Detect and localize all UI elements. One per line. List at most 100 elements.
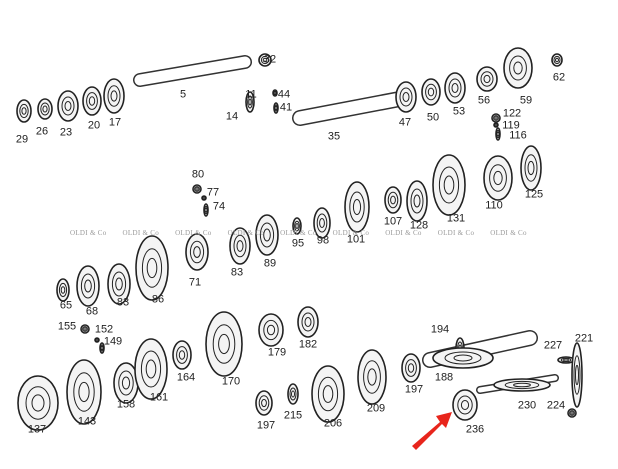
part-label-221: 221 (574, 332, 594, 345)
part-215[interactable] (287, 383, 299, 405)
part-119[interactable] (493, 122, 499, 128)
part-179[interactable] (258, 313, 284, 347)
part-label-224: 224 (546, 399, 566, 412)
part-227[interactable] (557, 356, 575, 364)
part-label-230: 230 (517, 399, 537, 412)
part-164[interactable] (172, 340, 192, 370)
part-110[interactable] (483, 155, 513, 201)
part-label-80: 80 (191, 168, 205, 181)
part-29[interactable] (16, 99, 32, 123)
watermark-text: OLDI & Co (490, 229, 527, 237)
part-label-155: 155 (57, 320, 77, 333)
part-label-32: 32 (263, 53, 277, 66)
part-77[interactable] (201, 195, 207, 201)
part-41[interactable] (273, 102, 279, 114)
part-80[interactable] (192, 184, 202, 194)
part-89[interactable] (255, 214, 279, 256)
main-shaft-fill (293, 91, 412, 125)
part-149[interactable] (99, 342, 105, 354)
part-221[interactable] (571, 342, 583, 408)
part-label-62: 62 (552, 71, 566, 84)
part-83[interactable] (229, 227, 251, 265)
part-53[interactable] (444, 72, 466, 104)
watermark-text: OLDI & Co (437, 229, 475, 237)
part-label-197: 197 (256, 419, 276, 432)
watermark-text: OLDI & Co (227, 229, 265, 237)
part-158[interactable] (113, 362, 139, 404)
watermark-text: OLDI & Co (332, 229, 370, 237)
part-116[interactable] (495, 127, 501, 141)
part-86[interactable] (135, 235, 169, 301)
part-65[interactable] (56, 278, 70, 302)
part-95[interactable] (292, 217, 302, 235)
part-label-86: 86 (151, 293, 165, 306)
part-label-119: 119 (502, 119, 520, 132)
part-label-56: 56 (477, 94, 491, 107)
part-label-65: 65 (59, 299, 73, 312)
part-label-152: 152 (94, 323, 114, 336)
part-17[interactable] (103, 78, 125, 114)
part-label-26: 26 (35, 125, 49, 138)
part-label-74: 74 (212, 200, 226, 213)
part-182[interactable] (297, 306, 319, 338)
part-label-161: 161 (149, 391, 169, 404)
part-206[interactable] (311, 365, 345, 423)
part-71[interactable] (185, 233, 209, 271)
part-107[interactable] (384, 186, 402, 214)
part-137[interactable] (17, 375, 59, 431)
part-125[interactable] (520, 145, 542, 191)
part-155[interactable] (80, 324, 90, 334)
part-label-71: 71 (188, 276, 202, 289)
part-161[interactable] (134, 338, 168, 400)
part-152[interactable] (94, 337, 100, 343)
part-44[interactable] (272, 89, 278, 97)
part-56[interactable] (476, 66, 498, 92)
part-label-197: 197 (404, 383, 424, 396)
part-20[interactable] (82, 86, 102, 116)
part-101[interactable] (344, 181, 370, 233)
watermark-text: OLDI & Co (122, 229, 160, 237)
part-label-29: 29 (15, 133, 29, 146)
part-label-128: 128 (409, 219, 429, 232)
part-209[interactable] (357, 349, 387, 405)
part-label-17: 17 (108, 116, 122, 129)
part-68[interactable] (76, 265, 100, 307)
part-label-95: 95 (291, 237, 305, 250)
watermark: OLDI & Co OLDI & Co OLDI & Co OLDI & Co OLDI… (70, 229, 543, 237)
part-236[interactable] (452, 389, 478, 421)
input-shaft-fill (134, 56, 251, 86)
part-143[interactable] (66, 359, 102, 425)
part-32[interactable] (258, 53, 272, 67)
part-131[interactable] (432, 154, 466, 216)
part-label-98: 98 (316, 234, 330, 247)
part-23[interactable] (57, 90, 79, 122)
part-label-107: 107 (383, 215, 403, 228)
part-label-122: 122 (502, 107, 522, 120)
part-label-215: 215 (283, 409, 303, 422)
part-230[interactable] (493, 378, 551, 392)
part-62[interactable] (551, 53, 563, 67)
part-98[interactable] (313, 207, 331, 239)
part-label-53: 53 (452, 105, 466, 118)
part-224[interactable] (567, 408, 577, 418)
part-128[interactable] (406, 180, 428, 222)
part-50[interactable] (421, 78, 441, 106)
part-label-131: 131 (446, 212, 466, 225)
part-170[interactable] (205, 311, 243, 377)
part-47[interactable] (395, 81, 417, 113)
part-label-227: 227 (543, 339, 563, 352)
part-14[interactable] (245, 91, 255, 113)
part-83[interactable] (107, 263, 131, 305)
part-label-170: 170 (221, 375, 241, 388)
part-122[interactable] (491, 113, 501, 123)
part-label-143: 143 (77, 415, 97, 428)
part-59[interactable] (503, 47, 533, 89)
highlight-arrow-icon (412, 412, 452, 450)
watermark-text: OLDI & Co (175, 229, 212, 237)
part-26[interactable] (37, 98, 53, 120)
part-197[interactable] (401, 353, 421, 383)
part-188[interactable] (432, 347, 494, 369)
part-74[interactable] (203, 203, 209, 217)
part-197[interactable] (255, 390, 273, 416)
